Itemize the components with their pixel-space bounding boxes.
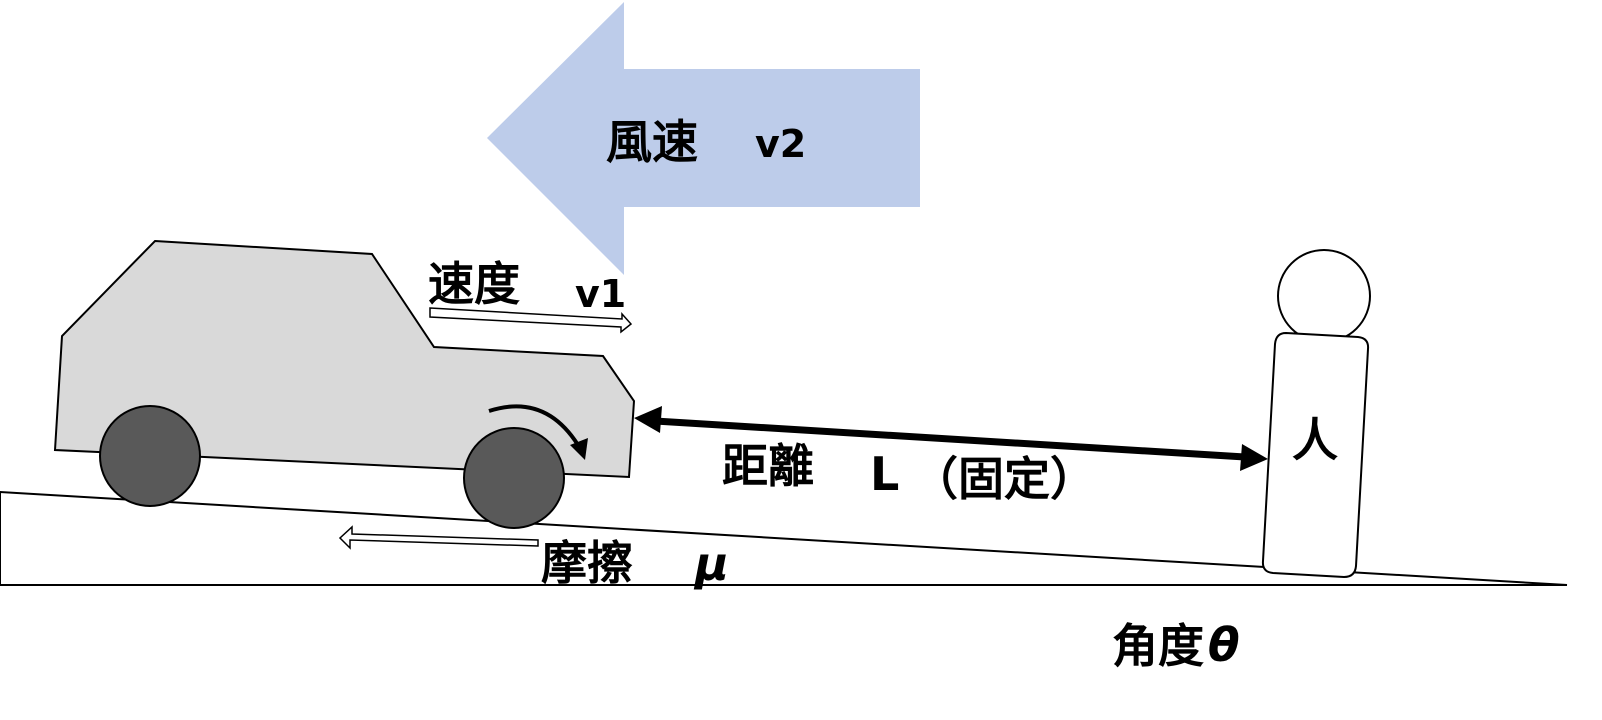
- person-body: [1261, 331, 1370, 579]
- car-body: [53, 239, 636, 479]
- friction-variable: μ: [693, 537, 729, 591]
- distance-arrow-line: [654, 417, 1246, 461]
- distance-variable: L: [870, 447, 899, 501]
- distance-label: 距離: [722, 439, 814, 493]
- speed-arrow: [429, 307, 633, 334]
- car-rear-wheel: [99, 405, 201, 507]
- wind-label: 風速: [606, 115, 698, 169]
- person-label: 人: [1292, 413, 1338, 467]
- speed-variable: v1: [575, 272, 626, 316]
- distance-note: （固定）: [912, 452, 1096, 506]
- distance-arrowhead-left: [634, 406, 662, 433]
- slope-angle-label: 角度: [1112, 619, 1204, 673]
- friction-arrow: [338, 525, 539, 550]
- speed-label: 速度: [428, 257, 520, 311]
- distance-arrowhead-right: [1240, 444, 1268, 471]
- car-front-wheel: [463, 427, 565, 529]
- wind-variable: v2: [755, 122, 806, 166]
- wheel-rotation-arrow: [488, 404, 580, 447]
- friction-label: 摩擦: [541, 536, 633, 590]
- wind-arrow: [487, 2, 920, 275]
- person-head: [1277, 249, 1371, 343]
- slope-angle-variable: θ: [1208, 618, 1240, 672]
- wheel-rotation-arrowhead: [570, 438, 588, 460]
